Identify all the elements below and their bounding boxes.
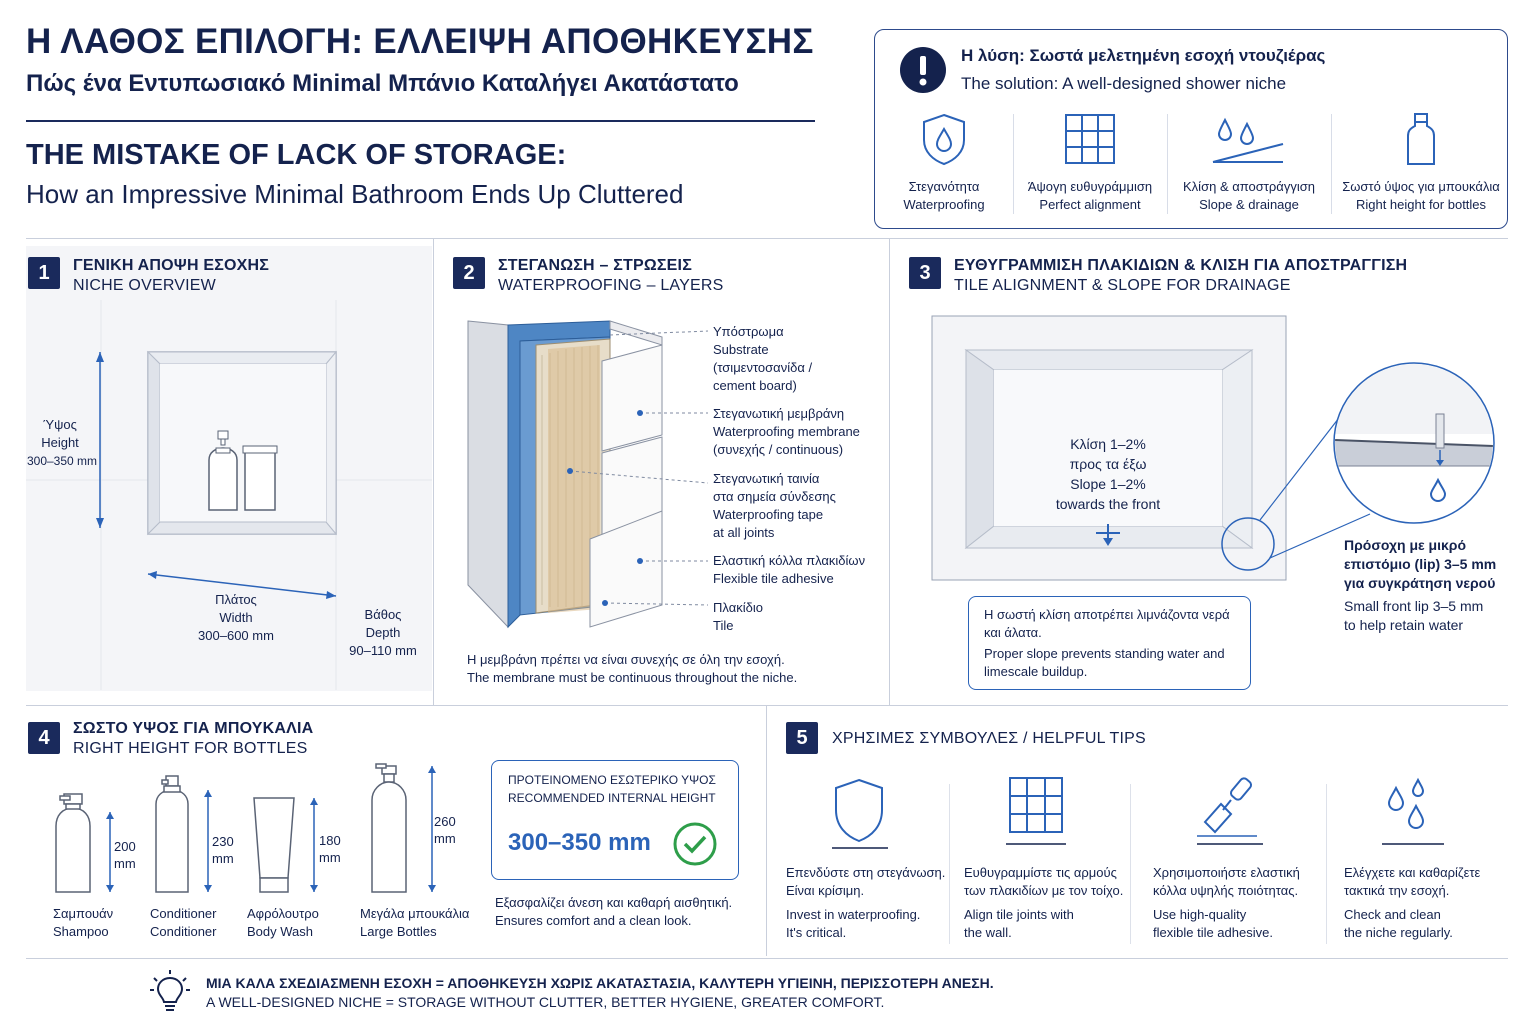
section-1-badge: 1 bbox=[28, 257, 60, 289]
section-3-badge: 3 bbox=[909, 257, 941, 289]
depth-value: 90–110 mm bbox=[349, 643, 417, 658]
height-value: 300–350 mm bbox=[26, 454, 98, 468]
recommended-height-box: ΠΡΟΤΕΙΝΟΜΕΝΟ ΕΣΩΤΕΡΙΚΟ ΥΨΟΣ RECOMMENDED … bbox=[491, 760, 739, 880]
shield-icon bbox=[832, 778, 888, 849]
footer-gr: ΜΙΑ ΚΑΛΑ ΣΧΕΔΙΑΣΜΕΝΗ ΕΣΟΧΗ = ΑΠΟΘΗΚΕΥΣΗ … bbox=[206, 975, 994, 991]
subtitle-en: How an Impressive Minimal Bathroom Ends … bbox=[26, 179, 684, 209]
height-label-en: Height bbox=[41, 435, 79, 450]
title-en: THE MISTAKE OF LACK OF STORAGE: bbox=[26, 139, 567, 171]
waterproofing-layers-diagram bbox=[467, 320, 709, 629]
grid-icon bbox=[1065, 114, 1115, 164]
trowel-icon bbox=[1197, 777, 1263, 845]
title-gr: Η ΛΑΘΟΣ ΕΠΙΛΟΓΗ: ΕΛΛΕΙΨΗ ΑΠΟΘΗΚΕΥΣΗΣ bbox=[26, 22, 814, 61]
slope-drops-icon bbox=[1212, 117, 1284, 163]
solution-box: Η λύση: Σωστά μελετημένη εσοχή ντουζιέρα… bbox=[874, 29, 1508, 229]
depth-label-en: Depth bbox=[365, 625, 401, 640]
tip-adhesive: Χρησιμοποιήστε ελαστική κόλλα υψηλής ποι… bbox=[1153, 770, 1333, 950]
solution-item-slope: Κλίση & αποστράγγιση Slope & drainage bbox=[1169, 110, 1329, 220]
width-label-gr: Πλάτος bbox=[215, 592, 257, 607]
section-5-badge: 5 bbox=[786, 722, 818, 754]
membrane-note-gr: Η μεμβράνη πρέπει να είναι συνεχής σε όλ… bbox=[467, 652, 785, 667]
solution-item-alignment: Άψογη ευθυγράμμιση Perfect alignment bbox=[1015, 110, 1165, 220]
solution-item-height: Σωστό ύψος για μπουκάλια Right height fo… bbox=[1333, 110, 1509, 220]
membrane-note-en: The membrane must be continuous througho… bbox=[467, 670, 798, 685]
lightbulb-icon bbox=[150, 970, 190, 1011]
section-1-title-gr: ΓΕΝΙΚΗ ΑΠΟΨΗ ΕΣΟΧΗΣ bbox=[73, 257, 270, 274]
tip-alignment: Ευθυγραμμίστε τις αρμούς των πλακιδίων μ… bbox=[964, 770, 1144, 950]
width-value: 300–600 mm bbox=[198, 628, 274, 643]
grid-icon bbox=[1006, 777, 1066, 845]
recommended-note-en: Ensures comfort and a clean look. bbox=[495, 913, 692, 928]
slope-gr-1: Κλίση 1–2% bbox=[1070, 436, 1146, 452]
tips-row: Επενδύστε στη στεγάνωση. Είναι κρίσιμη. … bbox=[786, 770, 1506, 950]
slope-en-2: towards the front bbox=[1055, 496, 1161, 512]
solution-title-gr: Η λύση: Σωστά μελετημένη εσοχή ντουζιέρα… bbox=[961, 46, 1326, 65]
section-3-title-gr: ΕΥΘΥΓΡΑΜΜΙΣΗ ΠΛΑΚΙΔΙΩΝ & ΚΛΙΣΗ ΓΙΑ ΑΠΟΣΤ… bbox=[954, 257, 1408, 274]
section-3-title-en: TILE ALIGNMENT & SLOPE FOR DRAINAGE bbox=[954, 277, 1291, 294]
bottle-heights-diagram bbox=[55, 763, 436, 893]
width-label-en: Width bbox=[219, 610, 253, 625]
exclamation-icon bbox=[900, 47, 946, 93]
recommended-note-gr: Εξασφαλίζει άνεση και καθαρή αισθητική. bbox=[495, 895, 733, 910]
header-divider bbox=[26, 120, 815, 122]
slope-note-box: Η σωστή κλίση αποτρέπει λιμνάζοντα νερά … bbox=[968, 596, 1251, 690]
depth-label-gr: Βάθος bbox=[364, 607, 402, 622]
section-1-title-en: NICHE OVERVIEW bbox=[73, 277, 216, 294]
section-2-title-gr: ΣΤΕΓΑΝΩΣΗ – ΣΤΡΩΣΕΙΣ bbox=[498, 257, 692, 274]
section-4-title-gr: ΣΩΣΤΟ ΥΨΟΣ ΓΙΑ ΜΠΟΥΚΑΛΙΑ bbox=[73, 720, 314, 737]
bottle-icon bbox=[1407, 113, 1435, 165]
recommended-height-value: 300–350 mm bbox=[508, 829, 651, 856]
solution-title-en: The solution: A well-designed shower nic… bbox=[961, 74, 1287, 93]
slope-en-1: Slope 1–2% bbox=[1070, 476, 1146, 492]
niche-overview-diagram bbox=[26, 300, 432, 690]
tile-alignment-diagram bbox=[931, 315, 1495, 581]
tip-waterproofing: Επενδύστε στη στεγάνωση. Είναι κρίσιμη. … bbox=[786, 770, 951, 950]
footer-en: A WELL-DESIGNED NICHE = STORAGE WITHOUT … bbox=[206, 994, 885, 1010]
section-5-title: ΧΡΗΣΙΜΕΣ ΣΥΜΒΟΥΛΕΣ / HELPFUL TIPS bbox=[832, 730, 1146, 747]
tip-cleaning: Ελέγχετε και καθαρίζετε τακτικά την εσοχ… bbox=[1344, 770, 1506, 950]
shield-drop-icon bbox=[923, 113, 965, 166]
subtitle-gr: Πώς ένα Εντυπωσιακό Minimal Μπάνιο Καταλ… bbox=[26, 70, 739, 97]
section-4-badge: 4 bbox=[28, 722, 60, 754]
section-2-title-en: WATERPROOFING – LAYERS bbox=[498, 277, 724, 294]
slope-gr-2: προς τα έξω bbox=[1069, 456, 1147, 472]
drops-icon bbox=[1382, 777, 1444, 845]
solution-item-waterproofing: Στεγανότητα Waterproofing bbox=[875, 110, 1013, 220]
check-icon bbox=[673, 822, 717, 866]
section-2-badge: 2 bbox=[453, 257, 485, 289]
height-label-gr: Ύψος bbox=[43, 417, 77, 432]
section-4-title-en: RIGHT HEIGHT FOR BOTTLES bbox=[73, 740, 308, 757]
